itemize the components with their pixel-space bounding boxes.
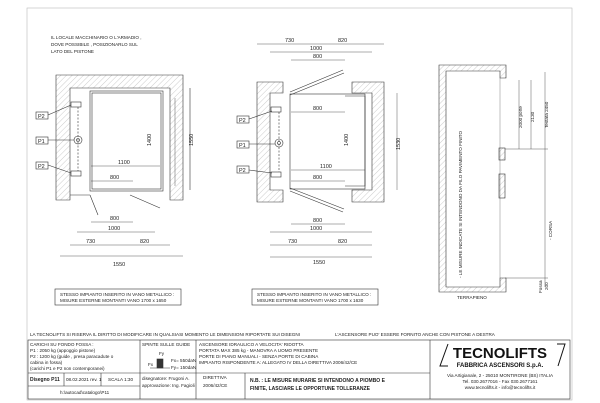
svg-text:PORTATA MAX 385 kg - MANOVRA A: PORTATA MAX 385 kg - MANOVRA A UOMO PRES… [199,348,318,353]
svg-text:www.tecnolifts.it - info@tecno: www.tecnolifts.it - info@tecnolifts.it [465,385,536,390]
title-block-text: CARICHI SU FONDO FOSSA : P1 : 2050 kg (a… [30,342,386,395]
plan-right [236,43,398,258]
svg-text:cabina in fossa): cabina in fossa) [30,360,63,365]
svg-text:2130: 2130 [530,111,535,122]
svg-text:800: 800 [313,175,322,181]
title-block [27,339,571,400]
svg-text:1550: 1550 [189,134,195,146]
svg-text:P2: P2 [239,118,246,124]
svg-text:P2: P2 [38,114,45,120]
tecnolifts-logo: TECNOLIFTS FABBRICA ASCENSORI S.p.A. Via… [439,343,566,390]
svg-text:Fy= 150daN: Fy= 150daN [171,365,196,370]
svg-text:2006/42/CE: 2006/42/CE [203,383,227,388]
plan-left [35,74,191,257]
svg-text:Testata 2450: Testata 2450 [544,101,549,128]
svg-text:MISURE ESTERNE MONTANTI VANO 1: MISURE ESTERNE MONTANTI VANO 1700 x 1630 [257,298,364,303]
svg-text:P1: P1 [38,139,45,145]
svg-text:1000: 1000 [108,226,120,232]
plan-right-note-box: STESSO IMPIANTO INSERITO IN VANO METALLI… [251,288,379,306]
svg-text:P2 : 1200 kg (guide , presa pa: P2 : 1200 kg (guide , presa paracadute o [30,354,114,359]
svg-text:200: 200 [544,282,549,290]
svg-text:800: 800 [313,218,322,224]
svg-text:DIRETTIVA: DIRETTIVA [203,375,228,380]
svg-text:SCALA 1:30: SCALA 1:30 [108,377,133,382]
svg-text:N.B. : LE MISURE MURARIE SI IN: N.B. : LE MISURE MURARIE SI INTENDONO A … [250,378,386,384]
svg-text:730: 730 [288,239,297,245]
top-note: IL LOCALE MACCHINARIO O L'ARMADIO , DOVE… [51,35,142,54]
svg-text:820: 820 [140,239,149,245]
svg-text:730: 730 [86,239,95,245]
svg-text:Disegno P11: Disegno P11 [30,377,60,383]
svg-text:820: 820 [338,38,347,44]
svg-text:- CORSA: - CORSA [548,220,553,240]
svg-text:disegnatore: Frugoni A.: disegnatore: Frugoni A. [142,376,190,381]
svg-text:approvazione: Ing. Fagioli: approvazione: Ing. Fagioli [142,383,195,388]
piston-right-note: L'ASCENSORE PUO' ESSERE FORNITO ANCHE CO… [335,332,496,337]
svg-text:FINITE, LASCIARE LE OPPORTUNE: FINITE, LASCIARE LE OPPORTUNE TOLLERANZE [250,386,371,392]
svg-text:SPINTE SULLE GUIDE: SPINTE SULLE GUIDE [142,342,190,347]
plan-right-labels: P2 P1 P2 730 820 1000 800 800 1400 1530 … [239,38,402,266]
svg-text:1100: 1100 [320,164,332,170]
svg-text:2000 porte: 2000 porte [518,106,523,128]
svg-text:1400: 1400 [344,134,350,146]
plan-left-labels: P2 P1 P2 1400 1550 1100 800 800 1000 730… [38,114,195,268]
svg-text:TERRAPIENO: TERRAPIENO [457,295,487,300]
svg-text:h:\autocad\catalogo\P11: h:\autocad\catalogo\P11 [60,390,110,395]
svg-text:800: 800 [110,216,119,222]
svg-text:730: 730 [285,38,294,44]
svg-text:ASCENSORE IDRAULICO A VELOCITA: ASCENSORE IDRAULICO A VELOCITA' RIDOTTA [199,342,305,347]
svg-text:DOVE POSSIBILE , POSIZIONARLO: DOVE POSSIBILE , POSIZIONARLO SUL [51,42,138,47]
svg-text:STESSO IMPIANTO INSERITO IN VA: STESSO IMPIANTO INSERITO IN VANO METALLI… [60,292,174,297]
plan-left-note-box: STESSO IMPIANTO INSERITO IN VANO METALLI… [54,288,182,306]
svg-text:Fossa: Fossa [538,280,543,293]
svg-text:P1: P1 [239,143,246,149]
svg-text:MISURE ESTERNE MONTANTI VANO 1: MISURE ESTERNE MONTANTI VANO 1700 x 1650 [60,298,167,303]
svg-text:1100: 1100 [118,160,130,166]
svg-text:08.02.2021 rev. 1: 08.02.2021 rev. 1 [66,377,102,382]
svg-text:1550: 1550 [113,262,125,268]
svg-text:1530: 1530 [396,138,402,150]
svg-text:800: 800 [313,54,322,60]
svg-text:1550: 1550 [313,260,325,266]
svg-text:IMPIANTO RISPONDENTE A: ALLEGA: IMPIANTO RISPONDENTE A: ALLEGATO IV DELL… [199,360,357,365]
svg-text:Fx= 550daN: Fx= 550daN [171,358,196,363]
svg-text:FABBRICA ASCENSORI S.p.A.: FABBRICA ASCENSORI S.p.A. [457,363,544,369]
section-labels: - LE MISURE INDICATE SI INTENDONO DA FIL… [457,101,553,300]
svg-text:P2: P2 [239,168,246,174]
svg-text:1000: 1000 [310,46,322,52]
svg-text:TECNOLIFTS: TECNOLIFTS [453,345,547,362]
svg-text:800: 800 [313,106,322,112]
svg-text:800: 800 [110,175,119,181]
svg-text:PORTE DI PIANO MANUALI - SENZA: PORTE DI PIANO MANUALI - SENZA PORTE DI … [199,354,319,359]
svg-text:P2: P2 [38,164,45,170]
sheet-border [26,7,573,401]
svg-text:IL LOCALE MACCHINARIO O L'ARMA: IL LOCALE MACCHINARIO O L'ARMADIO , [51,35,142,40]
svg-text:Tel. 030.2677016 - Fax 030.267: Tel. 030.2677016 - Fax 030.2677161 [462,379,538,384]
svg-text:1400: 1400 [147,134,153,146]
svg-text:Fy: Fy [159,351,165,356]
svg-text:(carichi P1 e P2 non contempor: (carichi P1 e P2 non contemporanei) [30,366,105,371]
svg-text:STESSO IMPIANTO INSERITO IN VA: STESSO IMPIANTO INSERITO IN VANO METALLI… [257,292,371,297]
svg-text:820: 820 [338,239,347,245]
svg-text:LATO DEL PISTONE: LATO DEL PISTONE [51,49,94,54]
svg-text:P1 : 2050 kg (appoggio pistone: P1 : 2050 kg (appoggio pistone) [30,348,96,353]
svg-text:CARICHI SU FONDO FOSSA :: CARICHI SU FONDO FOSSA : [30,342,94,347]
svg-text:- LE MISURE INDICATE SI INTEND: - LE MISURE INDICATE SI INTENDONO DA FIL… [458,130,463,278]
svg-text:Fx: Fx [148,362,154,367]
svg-text:1000: 1000 [310,226,322,232]
reserve-note: LA TECNOLIFTS SI RISERVA IL DIRITTO DI M… [30,332,300,337]
section-view [438,64,548,293]
svg-text:Via Artigianale, 2 - 25010 MON: Via Artigianale, 2 - 25010 MONTIRONE (BS… [447,373,554,378]
